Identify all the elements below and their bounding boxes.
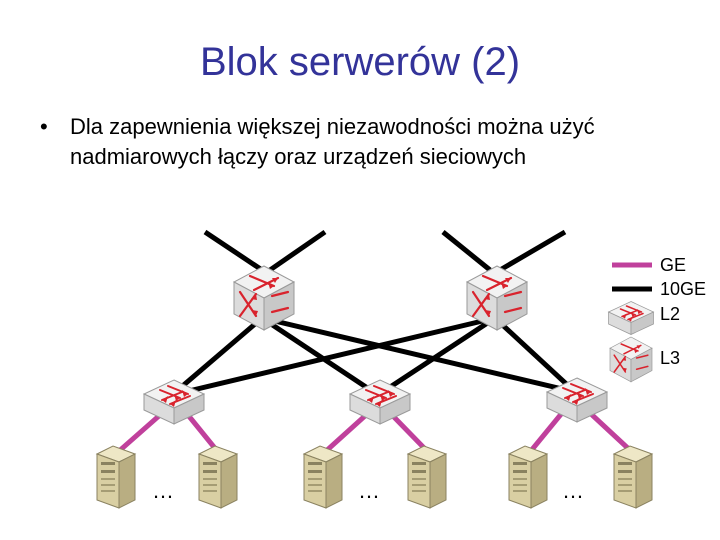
ge-link xyxy=(390,413,430,454)
ellipsis-label: … xyxy=(152,478,174,503)
legend-l3-switch-icon xyxy=(609,336,653,383)
tenge-link xyxy=(268,229,327,273)
tenge-link xyxy=(493,316,577,394)
server-icon xyxy=(613,445,653,509)
access-l2-switch-icon xyxy=(546,377,608,423)
core-aggregation-links xyxy=(170,315,577,398)
tenge-link xyxy=(170,316,264,397)
tenge-link xyxy=(376,315,497,398)
server-icon xyxy=(303,445,343,509)
server-icon xyxy=(96,445,136,509)
tenge-link xyxy=(171,315,496,398)
legend-label-l2: L2 xyxy=(660,304,680,324)
uplinks xyxy=(203,229,567,273)
server-icon xyxy=(407,445,447,509)
ge-link xyxy=(323,413,368,454)
ge-link xyxy=(186,413,220,454)
legend-l2-switch-icon xyxy=(607,300,655,336)
legend-label-l3: L3 xyxy=(660,348,680,368)
tenge-link xyxy=(441,230,492,272)
ellipsis-label: … xyxy=(562,478,584,503)
ge-link xyxy=(116,413,162,454)
tenge-link xyxy=(203,229,264,273)
legend-label-10ge: 10GE xyxy=(660,279,706,299)
tenge-link xyxy=(498,229,567,273)
core-l3-switch-icon xyxy=(232,264,296,332)
access-l2-switch-icon xyxy=(143,379,205,425)
server-links xyxy=(116,411,634,454)
server-icon xyxy=(508,445,548,509)
ge-link xyxy=(588,411,634,454)
legend-label-ge: GE xyxy=(660,255,686,275)
bullet-text: Dla zapewnienia większej niezawodności m… xyxy=(70,114,595,169)
slide-title: Blok serwerów (2) xyxy=(199,40,521,84)
bullet-marker: • xyxy=(40,114,48,139)
ge-link xyxy=(528,411,564,454)
tenge-link xyxy=(261,315,576,395)
legend: GE 10GE L2 L3 xyxy=(607,255,706,383)
tenge-link xyxy=(260,315,380,398)
access-l2-switch-icon xyxy=(349,379,411,425)
ellipsis-label: … xyxy=(358,478,380,503)
server-icon xyxy=(198,445,238,509)
